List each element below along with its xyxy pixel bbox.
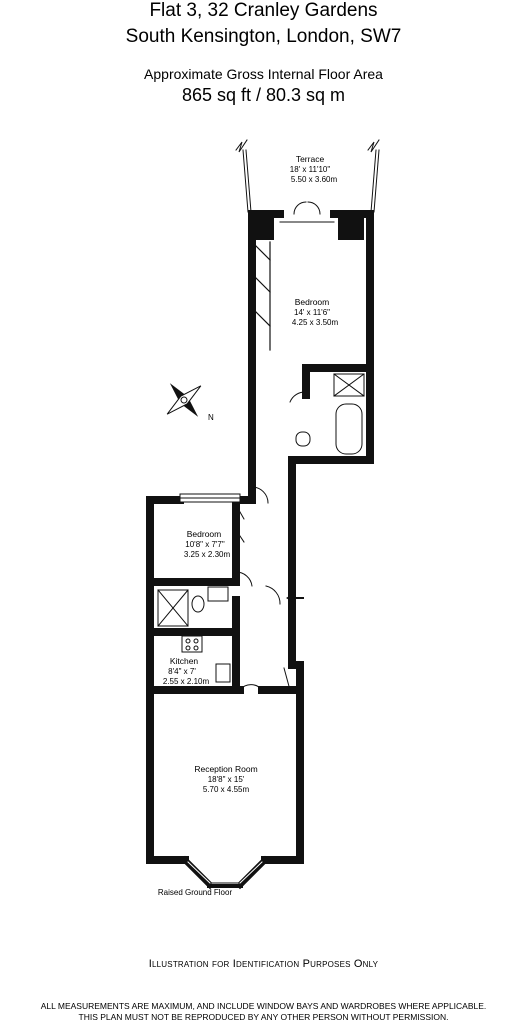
disclaimer-line-2: THIS PLAN MUST NOT BE REPRODUCED BY ANY … xyxy=(78,1012,449,1022)
shower-wc-fixtures xyxy=(157,586,229,627)
bay-window xyxy=(180,855,270,890)
entrance-arrow-icon xyxy=(286,592,304,604)
kitchen-metric: 2.55 x 2.10m xyxy=(163,677,210,686)
disclaimer-text: ALL MEASUREMENTS ARE MAXIMUM, AND INCLUD… xyxy=(0,1001,527,1023)
reception-imperial: 18'8" x 15' xyxy=(208,775,245,784)
bedroom1-imperial: 14' x 11'6" xyxy=(294,308,330,317)
terrace-metric: 5.50 x 3.60m xyxy=(291,175,338,184)
bedroom2-window xyxy=(179,493,241,503)
doors xyxy=(235,486,291,691)
compass-icon xyxy=(166,383,202,417)
bedroom2-imperial: 10'8" x 7'7" xyxy=(185,540,225,549)
floor-label: Raised Ground Floor xyxy=(158,888,233,897)
reception-metric: 5.70 x 4.55m xyxy=(203,785,250,794)
terrace-name: Terrace xyxy=(296,154,325,164)
compass-north: N xyxy=(208,413,214,422)
floor-area-value: 865 sq ft / 80.3 sq m xyxy=(181,85,346,105)
terrace-imperial: 18' x 11'10" xyxy=(290,165,331,174)
lower-walls xyxy=(146,451,304,864)
kitchen-fittings xyxy=(181,635,231,683)
kitchen-imperial: 8'4" x 7' xyxy=(168,667,196,676)
kitchen-name: Kitchen xyxy=(170,656,199,666)
bedroom1-metric: 4.25 x 3.50m xyxy=(292,318,339,327)
disclaimer-heading: Illustration for Identification Purposes… xyxy=(148,958,379,970)
address-line-1: Flat 3, 32 Cranley Gardens xyxy=(149,0,378,21)
bedroom1-name: Bedroom xyxy=(295,297,330,307)
terrace-railing xyxy=(235,139,380,213)
terrace-door xyxy=(279,201,335,223)
bedroom2-name: Bedroom xyxy=(187,529,222,539)
address-line-2: South Kensington, London, SW7 xyxy=(125,26,402,47)
bedroom2-metric: 3.25 x 2.30m xyxy=(184,550,231,559)
floor-area-label: Approximate Gross Internal Floor Area xyxy=(144,66,383,82)
wall-column-right xyxy=(338,210,364,240)
disclaimer-line-1: ALL MEASUREMENTS ARE MAXIMUM, AND INCLUD… xyxy=(40,1001,487,1011)
bathroom-fixtures xyxy=(289,373,365,455)
wardrobes xyxy=(255,241,271,351)
wall-column-left xyxy=(248,210,274,240)
reception-name: Reception Room xyxy=(194,764,257,774)
